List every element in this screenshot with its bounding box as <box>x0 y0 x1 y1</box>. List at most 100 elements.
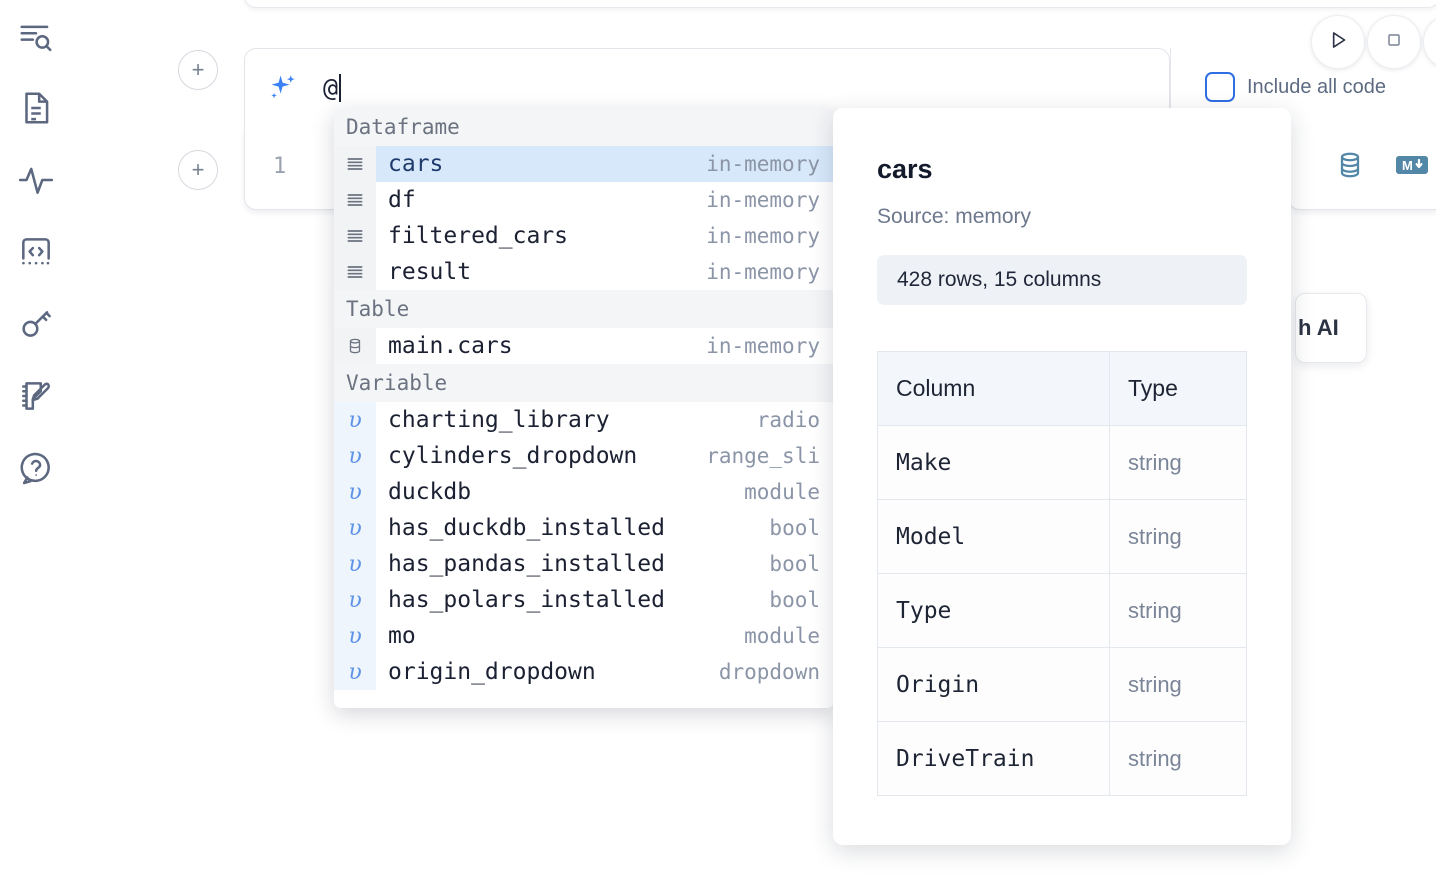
ai-suggestion-card[interactable]: h AI <box>1295 293 1367 363</box>
autocomplete-item[interactable]: result in-memory <box>334 254 834 290</box>
ai-suggestion-label: h AI <box>1298 315 1339 340</box>
include-all-code-toggle[interactable]: Include all code <box>1205 72 1386 102</box>
activity-icon[interactable] <box>12 156 60 204</box>
autocomplete-item-kind: in-memory <box>706 334 820 358</box>
add-cell-button-bottom[interactable]: + <box>178 150 218 190</box>
column-type-cell: string <box>1109 647 1247 722</box>
file-icon[interactable] <box>12 84 60 132</box>
detail-shape-badge: 428 rows, 15 columns <box>877 255 1247 305</box>
include-all-code-checkbox[interactable] <box>1205 72 1235 102</box>
autocomplete-item-kind: bool <box>769 516 820 540</box>
autocomplete-item-name: charting_library <box>388 407 610 433</box>
line-number: 1 <box>273 154 287 179</box>
column-name-cell: Type <box>877 573 1110 648</box>
help-icon[interactable] <box>12 444 60 492</box>
table-database-icon <box>334 328 376 364</box>
variable-icon: υ <box>334 618 376 654</box>
autocomplete-item-kind: module <box>744 624 820 648</box>
variable-icon: υ <box>334 474 376 510</box>
text-caret <box>338 73 341 102</box>
autocomplete-group-header: Dataframe <box>334 108 834 146</box>
column-name-cell: Make <box>877 425 1110 500</box>
cell-card-above <box>244 0 1436 8</box>
autocomplete-item[interactable]: main.cars in-memory <box>334 328 834 364</box>
variable-icon: υ <box>334 510 376 546</box>
autocomplete-item-name: has_pandas_installed <box>388 551 665 577</box>
explore-icon[interactable] <box>12 14 60 62</box>
sidebar-rail <box>0 0 72 874</box>
autocomplete-item-kind: in-memory <box>706 152 820 176</box>
autocomplete-item-body: has_pandas_installed bool <box>376 546 834 582</box>
add-cell-button-top[interactable]: + <box>178 50 218 90</box>
autocomplete-item-name: origin_dropdown <box>388 659 596 685</box>
autocomplete-group-header: Variable <box>334 364 834 402</box>
column-name-cell: Model <box>877 499 1110 574</box>
ai-sparkle-icon <box>265 71 299 105</box>
autocomplete-item-kind: range_sli <box>706 444 820 468</box>
plus-icon: + <box>191 57 205 82</box>
scratchpad-icon[interactable] <box>12 372 60 420</box>
column-type-cell: string <box>1109 499 1247 574</box>
autocomplete-item[interactable]: υ origin_dropdown dropdown <box>334 654 834 690</box>
autocomplete-item-body: result in-memory <box>376 254 834 290</box>
autocomplete-item-body: charting_library radio <box>376 402 834 438</box>
dataframe-icon <box>334 182 376 218</box>
column-header-name: Column <box>877 351 1110 426</box>
autocomplete-item[interactable]: υ has_pandas_installed bool <box>334 546 834 582</box>
autocomplete-item[interactable]: υ has_duckdb_installed bool <box>334 510 834 546</box>
autocomplete-item-name: has_polars_installed <box>388 587 665 613</box>
autocomplete-item-name: result <box>388 259 472 285</box>
variable-icon: υ <box>334 654 376 690</box>
include-all-code-label: Include all code <box>1247 75 1386 98</box>
variable-icon: υ <box>334 402 376 438</box>
column-name-cell: Origin <box>877 647 1110 722</box>
autocomplete-item-body: has_duckdb_installed bool <box>376 510 834 546</box>
stop-button[interactable] <box>1367 15 1421 69</box>
plus-icon: + <box>191 157 205 182</box>
dataframe-icon <box>334 218 376 254</box>
run-button[interactable] <box>1311 15 1365 69</box>
autocomplete-item-name: filtered_cars <box>388 223 569 249</box>
variable-icon: υ <box>334 438 376 474</box>
variable-icon: υ <box>334 546 376 582</box>
column-type-cell: string <box>1109 573 1247 648</box>
autocomplete-item-name: main.cars <box>388 333 513 359</box>
autocomplete-item[interactable]: υ cylinders_dropdown range_sli <box>334 438 834 474</box>
markdown-icon[interactable]: M <box>1395 153 1429 182</box>
autocomplete-item-kind: bool <box>769 552 820 576</box>
code-snippets-icon[interactable] <box>12 228 60 276</box>
autocomplete-item-name: has_duckdb_installed <box>388 515 665 541</box>
autocomplete-item-kind: radio <box>756 408 820 432</box>
svg-text:M: M <box>1402 158 1413 173</box>
autocomplete-group-header: Table <box>334 290 834 328</box>
ai-prompt-input[interactable]: @ <box>323 73 341 102</box>
autocomplete-item[interactable]: υ charting_library radio <box>334 402 834 438</box>
autocomplete-item-kind: dropdown <box>718 660 820 684</box>
secrets-key-icon[interactable] <box>12 300 60 348</box>
autocomplete-item-kind: in-memory <box>706 188 820 212</box>
dataframe-icon <box>334 146 376 182</box>
column-type-cell: string <box>1109 721 1247 796</box>
autocomplete-item-name: cars <box>388 151 444 177</box>
autocomplete-item-name: cylinders_dropdown <box>388 443 638 469</box>
autocomplete-item-name: mo <box>388 623 416 649</box>
detail-source: Source: memory <box>877 205 1032 228</box>
autocomplete-item[interactable]: cars in-memory <box>334 146 834 182</box>
autocomplete-item-body: cars in-memory <box>376 146 834 182</box>
database-icon[interactable] <box>1335 150 1365 185</box>
autocomplete-item-kind: in-memory <box>706 260 820 284</box>
